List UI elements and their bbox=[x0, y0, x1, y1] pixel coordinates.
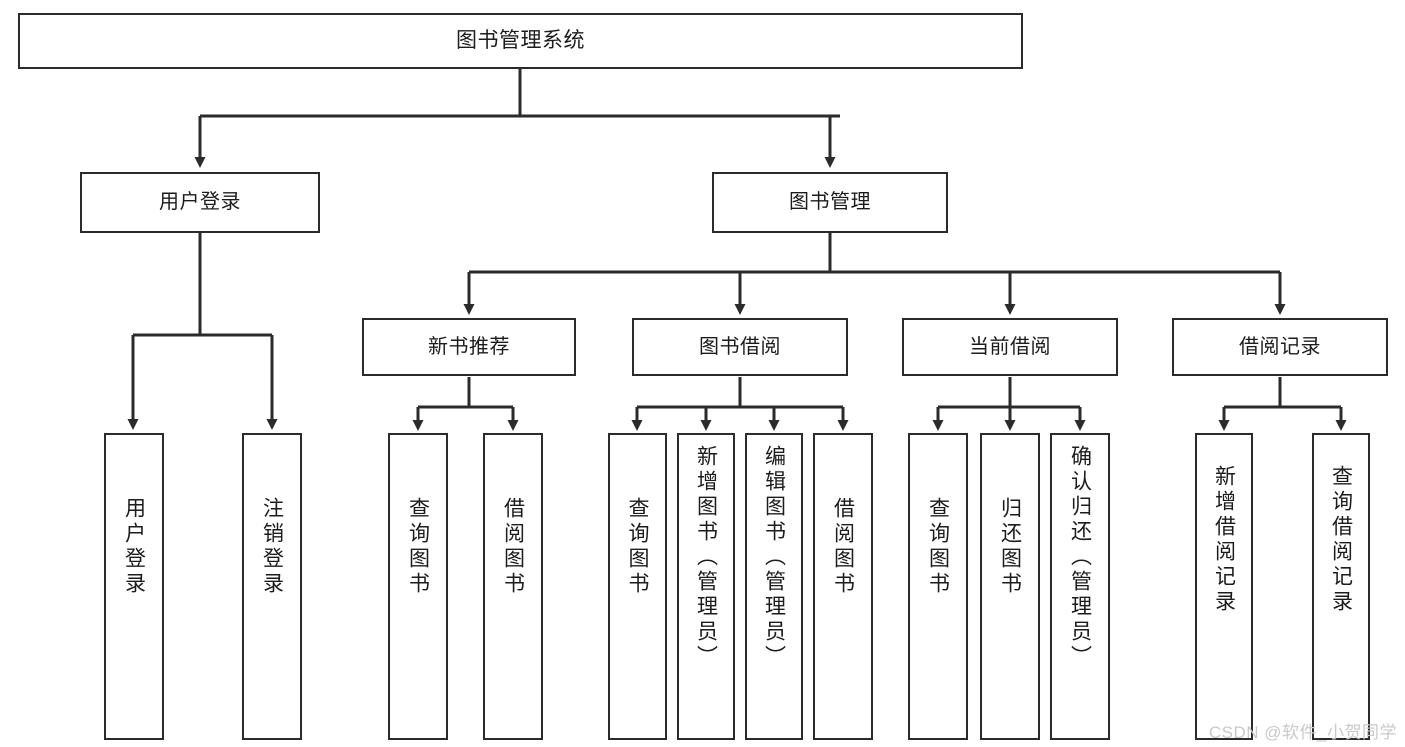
leaf-confirm-return[interactable]: 确认归还（管理员） bbox=[1050, 433, 1110, 740]
node-book-manage[interactable]: 图书管理 bbox=[712, 172, 948, 233]
node-label: 用户登录 bbox=[159, 191, 241, 213]
leaf-query-book-3[interactable]: 查询图书 bbox=[908, 433, 968, 740]
node-label: 查询图书 bbox=[926, 497, 950, 597]
leaf-query-record[interactable]: 查询借阅记录 bbox=[1312, 433, 1370, 740]
leaf-edit-book[interactable]: 编辑图书（管理员） bbox=[745, 433, 803, 740]
node-label: 借阅图书 bbox=[501, 497, 525, 597]
node-label: 归还图书 bbox=[998, 497, 1022, 597]
node-label: 图书管理系统 bbox=[456, 28, 585, 52]
node-label: 借阅记录 bbox=[1239, 335, 1321, 358]
node-label: 用户登录 bbox=[122, 497, 146, 597]
node-label: 图书借阅 bbox=[699, 335, 781, 358]
node-label: 借阅图书 bbox=[831, 497, 855, 597]
leaf-return-book[interactable]: 归还图书 bbox=[980, 433, 1040, 740]
node-label: 注销登录 bbox=[260, 497, 284, 597]
leaf-borrow-book-2[interactable]: 借阅图书 bbox=[813, 433, 873, 740]
leaf-borrow-book-1[interactable]: 借阅图书 bbox=[483, 433, 543, 740]
node-label: 当前借阅 bbox=[969, 335, 1051, 358]
leaf-add-record[interactable]: 新增借阅记录 bbox=[1195, 433, 1253, 740]
node-label: 查询借阅记录 bbox=[1329, 465, 1353, 615]
node-new-book-rec[interactable]: 新书推荐 bbox=[362, 318, 576, 376]
leaf-user-login[interactable]: 用户登录 bbox=[104, 433, 164, 740]
node-user-login[interactable]: 用户登录 bbox=[80, 172, 320, 233]
node-label: 查询图书 bbox=[626, 497, 649, 597]
node-label: 查询图书 bbox=[406, 497, 430, 597]
node-root-system[interactable]: 图书管理系统 bbox=[18, 13, 1023, 69]
node-label: 新书推荐 bbox=[428, 335, 510, 358]
node-borrow-record[interactable]: 借阅记录 bbox=[1172, 318, 1388, 376]
node-label: 确认归还（管理员） bbox=[1068, 445, 1092, 670]
node-label: 新增借阅记录 bbox=[1212, 465, 1236, 615]
node-label: 编辑图书（管理员） bbox=[762, 445, 786, 670]
leaf-query-book-1[interactable]: 查询图书 bbox=[388, 433, 448, 740]
node-label: 图书管理 bbox=[789, 191, 871, 213]
leaf-query-book-2[interactable]: 查询图书 bbox=[608, 433, 667, 740]
leaf-logout[interactable]: 注销登录 bbox=[242, 433, 302, 740]
leaf-add-book[interactable]: 新增图书（管理员） bbox=[677, 433, 735, 740]
csdn-watermark: CSDN @软件_小贺同学 bbox=[1208, 723, 1397, 742]
node-label: 新增图书（管理员） bbox=[694, 445, 718, 670]
node-book-borrow[interactable]: 图书借阅 bbox=[632, 318, 848, 376]
node-current-borrow[interactable]: 当前借阅 bbox=[902, 318, 1118, 376]
